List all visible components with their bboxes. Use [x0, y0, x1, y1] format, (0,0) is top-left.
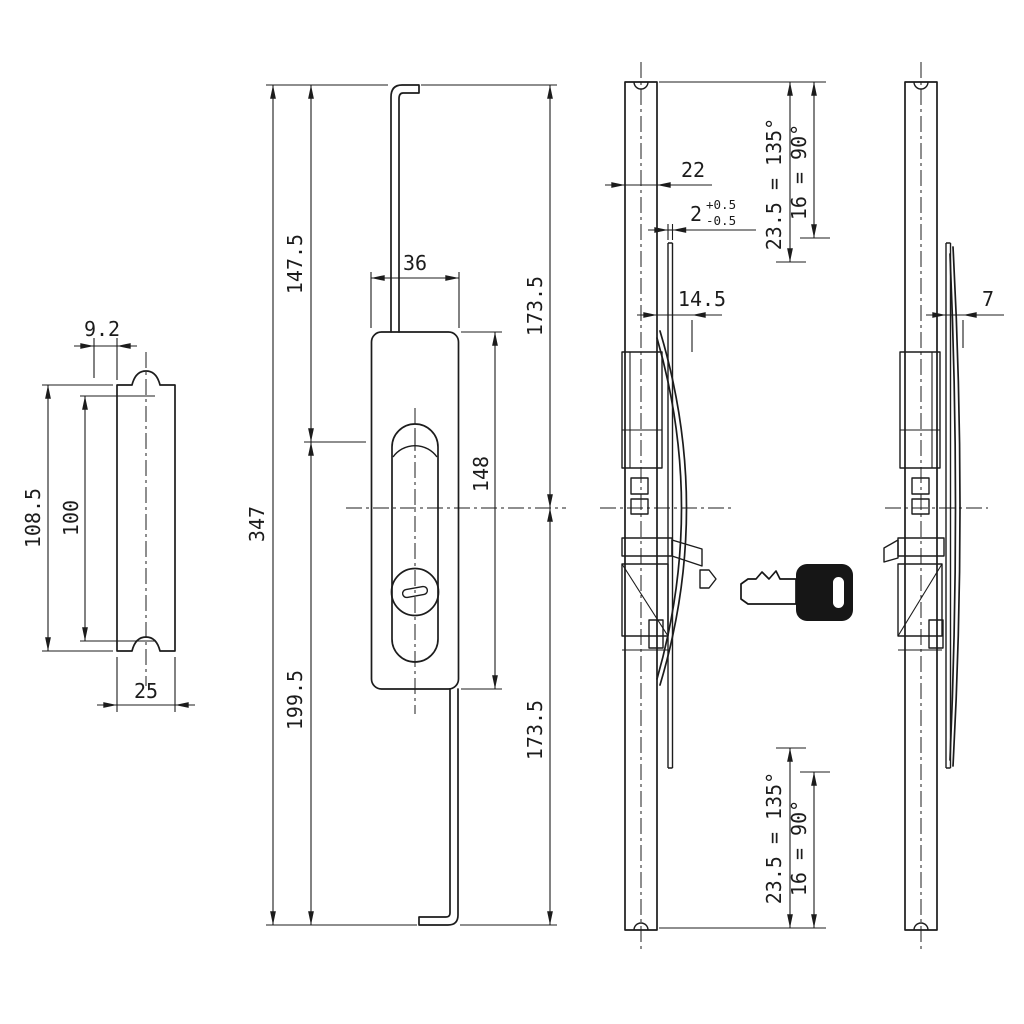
dim-body-height: 148 [461, 331, 502, 690]
view-side: 22 2 +0.5 -0.5 14.5 23.5 = 135° 16 = 90° [600, 62, 853, 950]
dim-bow-offset: 14.5 [637, 287, 726, 352]
case-lower [621, 563, 669, 637]
slider-block [621, 537, 673, 557]
rod-bottom-arc [913, 922, 929, 931]
hatched-block [630, 477, 649, 495]
hatched-block [928, 619, 944, 649]
hatched-block [911, 477, 930, 495]
bow-outer-curve [659, 330, 688, 686]
lower-rod-with-foot [418, 688, 459, 926]
key-head [796, 564, 853, 621]
case-diagonal [897, 563, 943, 637]
dim-label-9-2: 9.2 [84, 317, 120, 341]
dim-lower-half: 173.5 [460, 507, 557, 926]
dim-label-108-5: 108.5 [21, 488, 45, 548]
dim-label-7: 7 [982, 287, 994, 311]
dim-label-199-5: 199.5 [283, 670, 307, 730]
hatched-block [648, 619, 664, 649]
dim-tongue-offset: 7 [926, 287, 1004, 348]
flat-tongue-cap [668, 242, 673, 769]
case-upper [899, 351, 941, 469]
flat-tongue-cap [946, 242, 951, 769]
key [740, 564, 853, 621]
keyhole-slot [401, 585, 429, 599]
latch-tongue [699, 569, 717, 589]
hatched-block [630, 498, 649, 515]
plate-outline [116, 370, 176, 652]
dim-tongue-thickness: 2 +0.5 -0.5 [648, 197, 756, 240]
dim-plate-top-offset: 9.2 [74, 317, 137, 380]
dim-label-tol-minus: -0.5 [706, 213, 736, 228]
dim-plate-width: 25 [97, 657, 195, 712]
bow-inner-curve [949, 253, 957, 761]
rod-bottom-arc [633, 922, 649, 931]
lock-cylinder [390, 567, 440, 617]
view-front: 36 147.5 199.5 347 148 173.5 [245, 84, 566, 926]
dim-label-147-5: 147.5 [283, 234, 307, 294]
dim-plate-height-inner: 100 [59, 395, 155, 642]
dim-label-2: 2 [690, 202, 702, 226]
dim-label-100: 100 [59, 500, 83, 536]
view-side-right: 7 [883, 62, 1004, 950]
upper-rod-with-hook [390, 84, 420, 333]
side-right-mechanism [883, 351, 945, 651]
dim-label-173-5-top: 173.5 [523, 276, 547, 336]
dim-total-height: 347 [245, 84, 417, 926]
dim-label-36: 36 [403, 251, 427, 275]
case-upper [621, 351, 663, 469]
dim-label-travel-b-bottom: 16 = 90° [787, 800, 811, 896]
dim-travel-top: 23.5 = 135° 16 = 90° [659, 81, 830, 263]
dim-body-width: 36 [370, 251, 460, 328]
dim-label-tol-plus: +0.5 [706, 197, 736, 212]
key-blade [740, 570, 797, 605]
dim-upper-half: 173.5 [421, 84, 557, 509]
dim-lower-rod-length: 199.5 [283, 441, 314, 926]
dim-label-148: 148 [469, 456, 493, 492]
dim-label-347: 347 [245, 506, 269, 542]
extension-line [667, 224, 674, 240]
dim-label-14-5: 14.5 [678, 287, 726, 311]
dim-label-travel-b-top: 16 = 90° [787, 124, 811, 220]
dim-plate-height-outer: 108.5 [21, 384, 113, 652]
dim-label-travel-a-bottom: 23.5 = 135° [762, 772, 786, 904]
dim-label-travel-a-top: 23.5 = 135° [762, 118, 786, 250]
dim-label-173-5-bottom: 173.5 [523, 700, 547, 760]
hook-arm [671, 539, 703, 567]
dim-upper-rod-length: 147.5 [266, 84, 388, 443]
case-diagonal [621, 563, 669, 637]
bow-outer-curve [952, 246, 961, 767]
key-head-slot [833, 577, 844, 608]
case-lower [897, 563, 943, 637]
dim-travel-bottom: 23.5 = 135° 16 = 90° [659, 747, 830, 929]
hatched-block [911, 498, 930, 515]
hook-arm [883, 539, 899, 563]
dim-label-22: 22 [681, 158, 705, 182]
dim-label-25: 25 [134, 679, 158, 703]
view-plate-profile: 9.2 108.5 100 25 [21, 317, 195, 712]
side-view-mechanism [621, 351, 717, 651]
dim-rod-depth: 22 [605, 158, 712, 188]
